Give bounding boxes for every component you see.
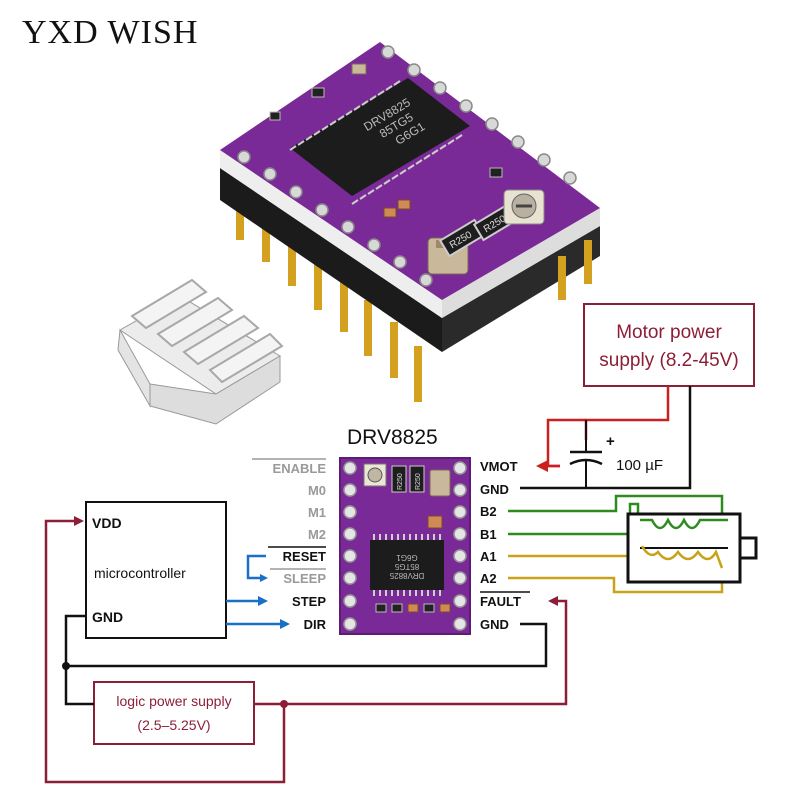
fault-pullup-wire [284, 599, 568, 706]
stepper-motor [626, 512, 758, 584]
pin-label-b2: B2 [480, 504, 497, 519]
motor-supply-label-line1: Motor power [616, 322, 722, 343]
header-pins-left [236, 190, 422, 402]
motor-gnd-wire [520, 386, 692, 490]
capacitor-value: 100 µF [616, 457, 663, 474]
pin-label-step: STEP [292, 594, 326, 609]
board-holes [237, 45, 577, 287]
capacitor-symbol [569, 420, 603, 488]
mcu-vdd-label: VDD [92, 515, 122, 531]
mini-resistor-label: R250 [415, 473, 422, 490]
board-top [220, 42, 600, 300]
header-pin-right [558, 256, 566, 300]
pin-label-m1: M1 [308, 505, 326, 520]
module-pin-holes [343, 461, 467, 631]
pin-label-b1: B1 [480, 527, 497, 542]
pin-label-m0: M0 [308, 483, 326, 498]
mini-chip-marking-line2: 85TG5 [394, 562, 419, 571]
pin-label-a2: A2 [480, 571, 497, 586]
left-pin-labels: ENABLE M0 M1 M2 RESET SLEEP STEP DIR [273, 461, 327, 632]
b2-wire [508, 494, 724, 520]
mini-resistor-label: R250 [397, 473, 404, 490]
vdd-wire [44, 519, 286, 784]
capacitor-polarity: + [606, 433, 615, 450]
heatsink [117, 278, 284, 425]
b-coil [640, 517, 728, 530]
pin-label-sleep: SLEEP [283, 571, 326, 586]
mcu-gnd-label: GND [92, 609, 123, 625]
logic-power-supply-box [93, 681, 255, 745]
potentiometer [503, 189, 545, 225]
a-coil [640, 545, 724, 569]
chip-legs [289, 80, 463, 205]
board-photo: DRV8825 85TG5 G6G1 R250 R250 [220, 42, 600, 402]
motor-power-supply-box [583, 303, 755, 387]
pin-label-gnd-logic: GND [480, 617, 509, 632]
pin-label-reset: RESET [283, 549, 326, 564]
header-pin-right [584, 240, 592, 284]
right-pin-labels: VMOT GND B2 B1 A1 A2 FAULT GND [480, 459, 521, 632]
vmot-wire [584, 386, 670, 440]
logic-supply-label-line1: logic power supply [116, 693, 231, 709]
pin-label-enable: ENABLE [273, 461, 327, 476]
mini-chip-marking-line1: DRV8825 [389, 571, 424, 580]
mini-chip-marking-line3: G6G1 [396, 553, 418, 562]
driver-chip [290, 78, 470, 196]
motor-supply-label-line2: supply (8.2-45V) [599, 350, 738, 371]
logic-supply-label-line2: (2.5–5.25V) [137, 717, 210, 733]
pin-label-vmot: VMOT [480, 459, 518, 474]
mcu-name: microcontroller [94, 565, 186, 581]
module-board: R250 R250 DRV8825 85T [339, 457, 471, 635]
a1-wire [508, 546, 644, 558]
pin-label-fault: FAULT [480, 594, 521, 609]
a2-wire [508, 574, 724, 594]
brand-logo-text: YXD WISH [22, 14, 199, 51]
reset-sleep-jumper [246, 554, 266, 580]
microcontroller-box [85, 501, 227, 639]
pin-label-dir: DIR [304, 617, 327, 632]
module-title: DRV8825 [347, 426, 438, 449]
logic-gnd-wire [66, 622, 548, 668]
resistor-component: R250 [438, 218, 486, 258]
pin-label-a1: A1 [480, 549, 497, 564]
b1-wire [508, 502, 640, 536]
pin-label-m2: M2 [308, 527, 326, 542]
pin-label-gnd-motor: GND [480, 482, 509, 497]
mcu-gnd-wire [64, 614, 94, 706]
